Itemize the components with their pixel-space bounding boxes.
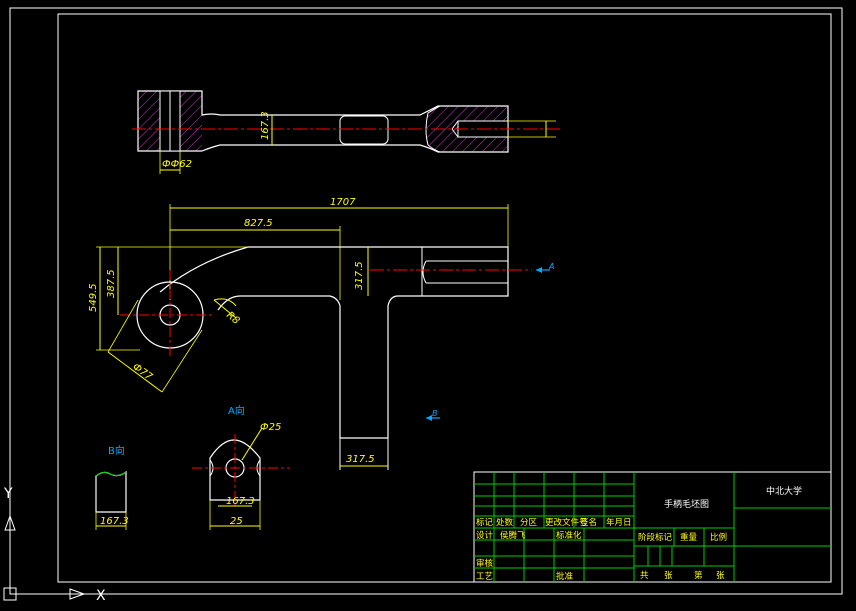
dim-r8-leader (213, 299, 237, 319)
front-view-arm-curve (159, 246, 249, 293)
title-drawing-name: 手柄毛坯图 (664, 498, 709, 510)
dim-387: 387.5 (106, 269, 117, 298)
tb-audit: 审核 (476, 558, 494, 569)
dim-r8: R8 (224, 310, 241, 327)
front-view-fillet-arc (213, 298, 237, 307)
dim-549: 549.5 (88, 283, 99, 312)
front-view-bore-tip (422, 260, 427, 284)
dim-phi25-leader (241, 427, 263, 461)
top-view-bore-tip (451, 120, 459, 130)
title-block: 手柄毛坯图 中北大学 标记 处数 分区 更改文件号 签名 年月日 设计 侯腾飞 … (473, 471, 832, 583)
dim-a167: 167.3 (226, 496, 255, 507)
top-view-middle-pocket (339, 115, 389, 145)
tb-header-3: 更改文件号 (545, 517, 588, 528)
tb-approve: 批准 (556, 571, 574, 582)
dim-phi25: Ф25 (260, 422, 281, 433)
tb-total: 共 (640, 571, 649, 581)
section-a-arrowhead (536, 267, 542, 273)
b-view-outline (95, 470, 127, 513)
section-a-label: A (548, 262, 554, 271)
b-view-wave (95, 471, 127, 477)
title-block-frame (473, 471, 832, 583)
dim-phi77-line (107, 351, 163, 393)
ucs-y-label: Y (3, 486, 13, 502)
tb-header-4: 签名 (580, 517, 597, 528)
tb-header-1: 处数 (496, 517, 514, 528)
tb-header-2: 分区 (520, 518, 538, 528)
ucs-x-label: X (96, 588, 106, 604)
top-view: 167.3 ФФ62 (132, 90, 560, 174)
tb-design: 设计 (476, 530, 494, 541)
title-company: 中北大学 (766, 485, 802, 497)
ucs-icon[interactable]: X Y (3, 486, 106, 604)
front-view: 1707 827.5 549.5 387.5 317.5 317 (88, 197, 554, 470)
dim-phi77-ext1 (107, 299, 139, 353)
dim-slot-text: ФФ62 (162, 159, 192, 170)
top-view-bore-tip2 (451, 128, 459, 138)
tb-sheet-unit: 张 (716, 571, 725, 581)
b-view-label: B向 (108, 444, 125, 457)
section-b-label: B (432, 409, 438, 418)
a-view-outline (209, 439, 261, 501)
tb-scale: 比例 (710, 532, 727, 543)
tb-stage: 阶段标记 (638, 532, 673, 543)
inner-drawing-frame (57, 13, 832, 583)
dim-phi77-ext2 (161, 329, 203, 393)
dim-1707: 1707 (330, 197, 356, 208)
tb-header-0: 标记 (476, 517, 494, 528)
dim-a25: 25 (230, 516, 243, 527)
dim-827: 827.5 (244, 218, 273, 229)
dim-b167: 167.3 (100, 516, 129, 527)
a-view-label: A向 (228, 404, 245, 417)
dim-317-bottom: 317.5 (346, 454, 375, 465)
tb-sheets: 张 (664, 571, 673, 581)
section-b-arrowhead (426, 415, 432, 421)
a-view: A向 Ф25 167.3 25 (192, 404, 290, 530)
dim-phi77: Ф77 (130, 362, 154, 384)
tb-process: 工艺 (476, 572, 493, 582)
tb-standard: 标准化 (556, 530, 582, 541)
tb-header-5: 年月日 (606, 517, 632, 528)
tb-weight: 重量 (680, 532, 698, 543)
dim-167-top: 167.3 (260, 111, 271, 140)
tb-sheet-no: 第 (694, 570, 703, 581)
dim-317-vert: 317.5 (354, 261, 365, 290)
tb-designer: 侯腾飞 (500, 530, 526, 541)
b-view: B向 167.3 (95, 444, 129, 530)
front-view-outline (217, 246, 509, 439)
outer-sheet-border (9, 7, 843, 595)
